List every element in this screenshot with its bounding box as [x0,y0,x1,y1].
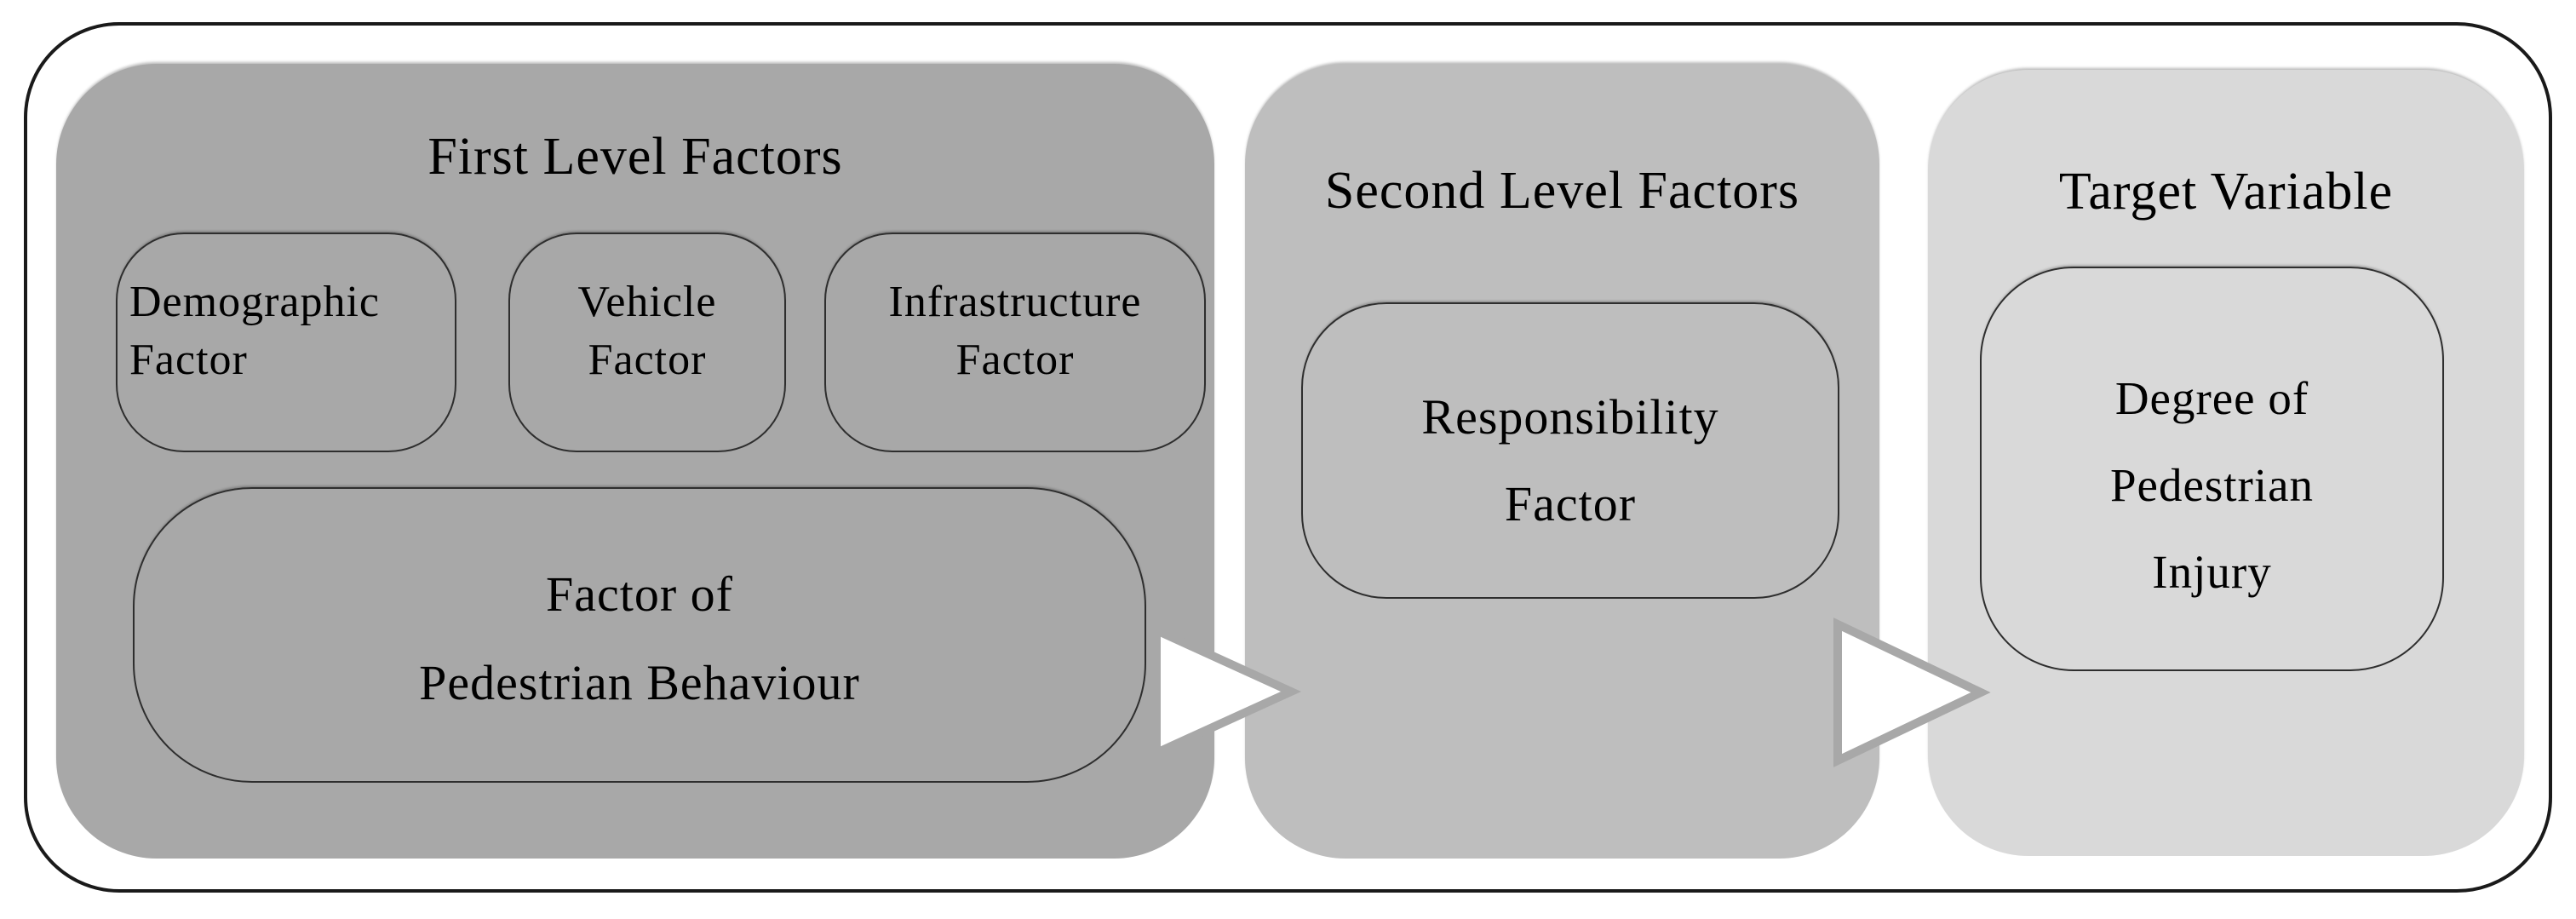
panel-first-level-factors: First Level Factors Demographic Factor V… [56,64,1214,859]
node-text-line: Infrastructure [888,278,1142,326]
node-text-line: Demographic [129,278,381,326]
node-responsibility-factor: Responsibility Factor [1301,302,1839,599]
node-vehicle-factor: Vehicle Factor [508,233,786,452]
node-text-line: Factor [1504,476,1637,531]
node-text-line: Factor [129,336,248,384]
node-text-line: Vehicle [577,278,717,326]
panel-second-level-factors: Second Level Factors Responsibility Fact… [1245,64,1879,859]
node-text-line: Factor of [546,566,733,622]
node-text-line: Factor [588,336,707,384]
node-demographic-factor: Demographic Factor [116,233,456,452]
node-text-line: Degree of [2114,372,2309,424]
panel-title-first-level: First Level Factors [427,128,843,186]
node-degree-of-pedestrian-injury: Degree of Pedestrian Injury [1980,267,2444,671]
node-text-line: Responsibility [1421,389,1719,445]
panel-title-target-variable: Target Variable [2058,163,2394,221]
node-text-line: Pedestrian Behaviour [419,655,860,710]
node-text-line: Injury [2152,546,2272,598]
node-text-line: Pedestrian [2109,459,2315,511]
node-pedestrian-behaviour-factor: Factor of Pedestrian Behaviour [133,487,1146,783]
node-text-line: Factor [955,336,1075,384]
node-infrastructure-factor: Infrastructure Factor [824,233,1206,452]
panel-target-variable: Target Variable Degree of Pedestrian Inj… [1928,70,2524,856]
outer-frame [24,22,2552,893]
panel-title-second-level: Second Level Factors [1324,162,1800,220]
